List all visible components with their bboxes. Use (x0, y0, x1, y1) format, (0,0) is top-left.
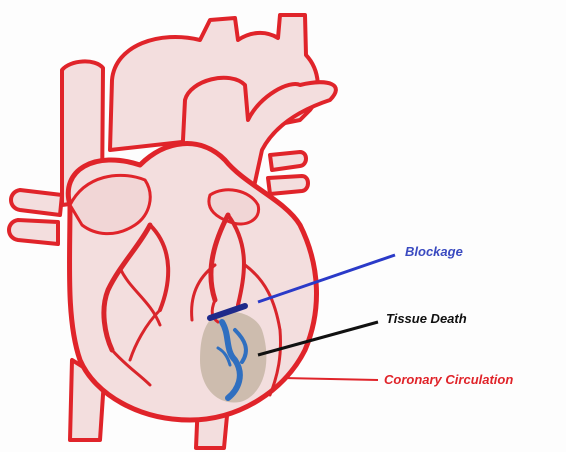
pulmonary-veins-left (9, 190, 62, 244)
tissue-death-label: Tissue Death (386, 311, 467, 326)
pulmonary-veins-right (268, 152, 308, 194)
coronary-circulation-label: Coronary Circulation (384, 372, 513, 387)
blockage-label: Blockage (405, 244, 463, 259)
coronary-circulation-leader-line (283, 378, 378, 380)
